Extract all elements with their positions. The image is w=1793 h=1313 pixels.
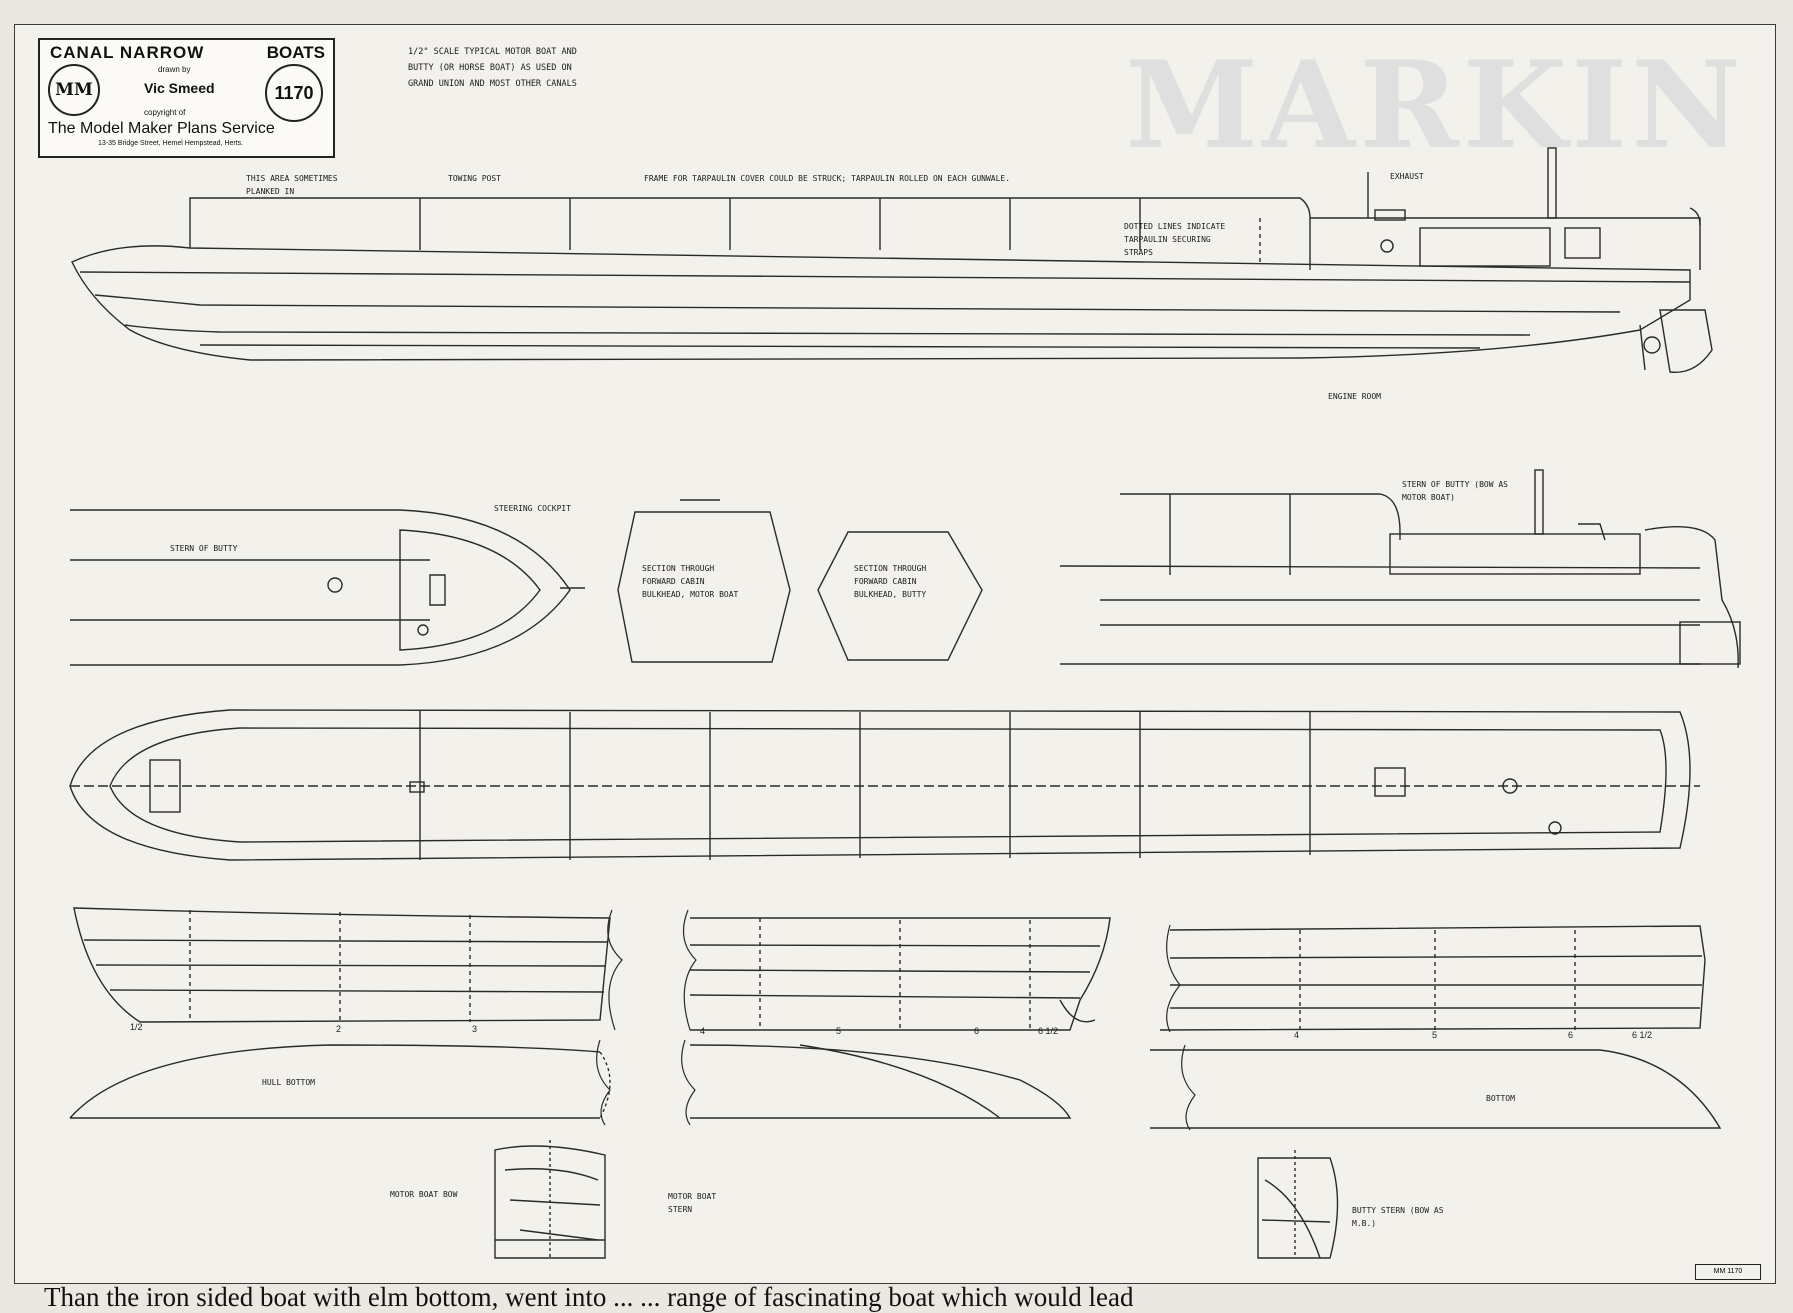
service-name: The Model Maker Plans Service: [48, 120, 275, 137]
scale-note: 1/2" SCALE TYPICAL MOTOR BOAT AND BUTTY …: [408, 47, 577, 89]
stern-butty-detail-note: STERN OF BUTTY (BOW AS MOTOR BOAT): [1402, 480, 1508, 502]
station-label: 1/2: [130, 1022, 143, 1032]
towing-post-note: TOWING POST: [448, 174, 501, 183]
copyright-label: copyright of: [144, 108, 186, 117]
motor-stern-note: MOTOR BOAT STERN: [668, 1192, 717, 1214]
author-name: Vic Smeed: [144, 80, 215, 96]
background-watermark: MARKIN: [1125, 35, 1745, 176]
butty-stern-note: BUTTY STERN (BOW AS M.B.): [1352, 1206, 1444, 1228]
hull-plan-view: [69, 709, 1700, 861]
lines-plan-left: [69, 907, 611, 1119]
page-caption: Than the iron sided boat with elm bottom…: [44, 1282, 1134, 1312]
lines-plan-middle: [689, 917, 1111, 1119]
title-heading-left: CANAL NARROW: [50, 43, 205, 62]
station-label: 4: [1294, 1030, 1300, 1040]
planked-area-note: THIS AREA SOMETIMES PLANKED IN: [246, 174, 338, 196]
station-label: 6 1/2: [1038, 1026, 1059, 1036]
side-profile-view: [71, 147, 1713, 374]
butty-stern-plan: [70, 509, 585, 666]
title-heading-right: BOATS: [266, 43, 325, 62]
station-label: 5: [836, 1026, 842, 1036]
station-label: 5: [1432, 1030, 1438, 1040]
lines-plan-right: [1150, 925, 1722, 1129]
station-label: 3: [472, 1024, 478, 1034]
station-label: 6: [974, 1026, 980, 1036]
drawing-reference: MM 1170: [1695, 1264, 1761, 1280]
steering-cockpit-note: STEERING COCKPIT: [494, 504, 572, 513]
exhaust-note: EXHAUST: [1390, 172, 1424, 181]
body-sections-butty: [1257, 1150, 1339, 1259]
station-label: 2: [336, 1024, 342, 1034]
plan-sheet: MARKIN: [14, 24, 1776, 1284]
stern-of-butty-note: STERN OF BUTTY: [170, 544, 238, 553]
butty-stern-profile: [1059, 469, 1741, 669]
station-label: 4: [700, 1026, 706, 1036]
station-label: 6 1/2: [1632, 1030, 1653, 1040]
hull-bottom-note: HULL BOTTOM: [262, 1078, 315, 1087]
mm-logo-icon: MM: [48, 64, 100, 116]
break-lines: [596, 909, 1196, 1131]
plan-number-badge: 1170: [265, 64, 323, 122]
bottom-note: BOTTOM: [1486, 1094, 1515, 1103]
body-sections-motor: [494, 1140, 606, 1259]
section-motor-note: SECTION THROUGH FORWARD CABIN BULKHEAD, …: [642, 564, 739, 599]
drawn-by-label: drawn by: [158, 65, 191, 74]
tarpaulin-straps-note: DOTTED LINES INDICATE TARPAULIN SECURING…: [1124, 222, 1226, 257]
motor-bow-note: MOTOR BOAT BOW: [390, 1190, 458, 1199]
service-address: 13-35 Bridge Street, Hemel Hempstead, He…: [98, 140, 244, 147]
tarpaulin-frame-note: FRAME FOR TARPAULIN COVER COULD BE STRUC…: [644, 174, 1011, 183]
station-label: 6: [1568, 1030, 1574, 1040]
bulkhead-sections: [617, 499, 983, 663]
title-block: CANAL NARROW BOATS MM drawn by Vic Smeed…: [38, 38, 335, 158]
section-butty-note: SECTION THROUGH FORWARD CABIN BULKHEAD, …: [854, 564, 927, 599]
engine-room-note: ENGINE ROOM: [1328, 392, 1381, 401]
